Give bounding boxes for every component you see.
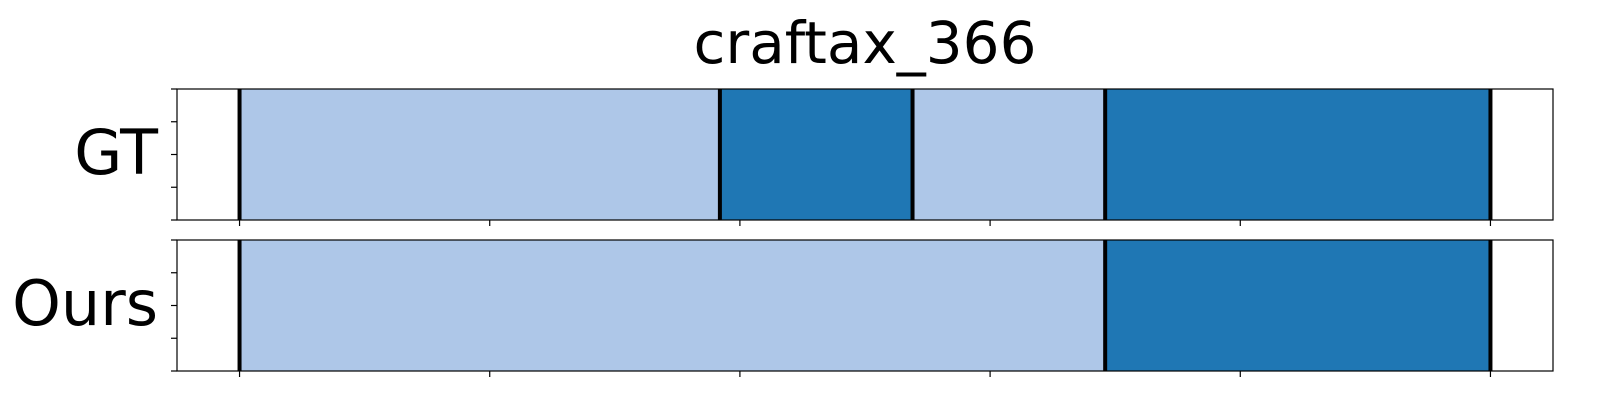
segment-bar [1105, 240, 1491, 371]
y-ticks-ours [171, 239, 177, 372]
row-label-gt: GT [74, 116, 159, 189]
segment-bar [719, 89, 913, 220]
segment-bar [239, 240, 1106, 371]
segments-ours [239, 240, 1491, 371]
chart-title: craftax_366 [694, 9, 1037, 77]
row-ours: Ours [12, 239, 1554, 377]
segments-gt [239, 89, 1491, 220]
segment-bar [912, 89, 1106, 220]
row-label-ours: Ours [12, 267, 158, 340]
x-ticks-ours [238, 371, 1492, 377]
y-ticks-gt [171, 88, 177, 221]
row-gt: GT [74, 88, 1554, 226]
segment-bar [239, 89, 720, 220]
x-ticks-gt [238, 220, 1492, 226]
boundaries-ours [237, 240, 1493, 371]
boundaries-gt [237, 89, 1493, 220]
segment-bar [1105, 89, 1491, 220]
